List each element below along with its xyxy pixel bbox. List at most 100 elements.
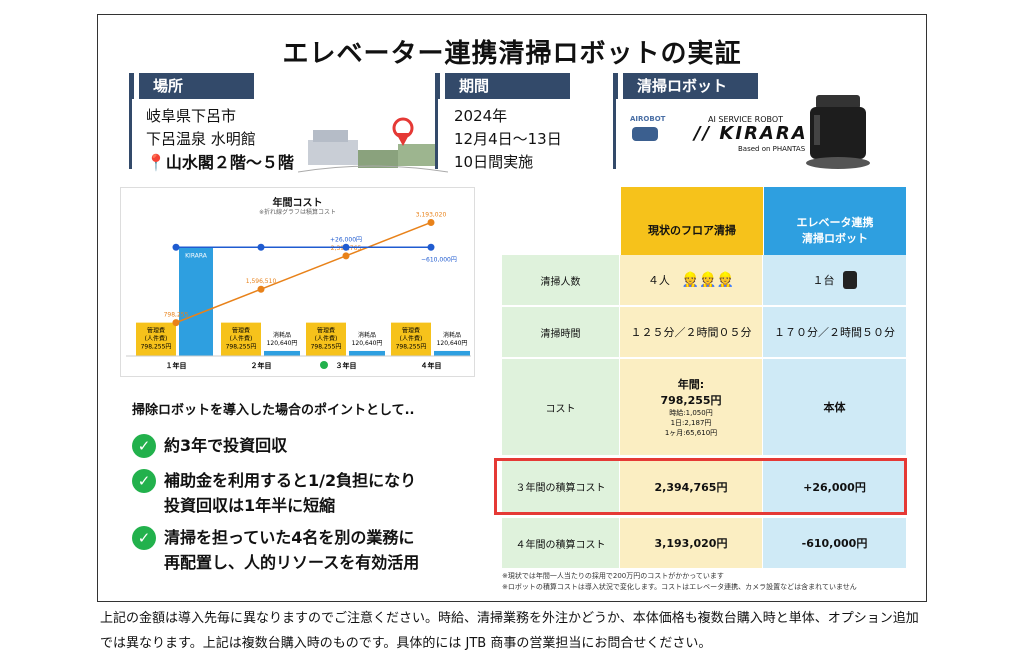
- note-1: ※現状では年間一人当たりの採用で200万円のコストがかかっています: [502, 572, 724, 580]
- series-line: [175, 221, 432, 324]
- location-hotel: 下呂温泉 水明館: [146, 130, 256, 148]
- series-point: [257, 243, 265, 251]
- kirara-logo: // KIRARA: [694, 123, 808, 144]
- data-label: 3,193,020: [416, 211, 447, 218]
- series-point: [342, 243, 350, 251]
- row-label: ４年間の積算コスト: [502, 518, 620, 568]
- location-pin-icon: [392, 117, 414, 146]
- robot-image: [806, 95, 870, 169]
- location-text: 岐阜県下呂市 下呂温泉 水明館 📍山水閣２階～５階: [146, 105, 294, 174]
- period-dates: 12月4日～13日: [454, 130, 562, 148]
- page-title: エレベーター連携清掃ロボットの実証: [282, 39, 742, 69]
- data-label: −610,000円: [421, 256, 457, 263]
- mgmt-bar: [391, 322, 431, 356]
- row-label: コスト: [502, 359, 620, 455]
- cell-robot: １台: [763, 255, 906, 305]
- check-icon: ✓: [132, 469, 156, 493]
- consumables-bar-label: 消耗品: [358, 331, 376, 339]
- consumables-bar-label: 120,640円: [267, 340, 298, 347]
- point-item-2: ✓補助金を利用すると1/2負担になり投資回収は1年半に短縮: [132, 468, 416, 518]
- data-label: 798,255: [164, 312, 189, 319]
- mgmt-bar-label: 管理費: [147, 327, 165, 335]
- series-point: [172, 319, 180, 327]
- cell-current: ４人👷👷👷: [620, 255, 763, 305]
- table-row: 清掃人数 ４人👷👷👷 １台: [502, 255, 906, 305]
- series-point: [257, 285, 265, 293]
- cell-robot: １７０分／２時間５０分: [763, 307, 906, 357]
- robot-label: 清掃ロボット: [618, 73, 758, 99]
- consumables-bar: [434, 350, 470, 356]
- table-row: コスト 年間: 798,255円 時給:1,050円 1日:2,187円 1ヶ月…: [502, 359, 906, 455]
- x-tick-label: ４年目: [421, 361, 442, 370]
- footer-note: 上記の金額は導入先毎に異なりますのでご注意ください。時給、清掃業務を外注かどうか…: [100, 611, 919, 651]
- highlight-box: [494, 458, 907, 515]
- data-label: +26,000円: [330, 236, 362, 243]
- series-point: [172, 243, 180, 251]
- mgmt-bar-label: 798,255円: [396, 344, 427, 351]
- mgmt-bar-label: 798,255円: [141, 344, 172, 351]
- location-pref: 岐阜県下呂市: [146, 107, 237, 125]
- consumables-bar: [349, 350, 385, 356]
- row-label: ３年間の積算コスト: [502, 460, 620, 513]
- mgmt-bar-label: 管理費: [402, 327, 420, 335]
- mgmt-bar-label: (人件費): [230, 335, 253, 343]
- cleaning-staff-icon: 👷👷👷: [681, 272, 735, 288]
- consumables-bar-label: 120,640円: [352, 340, 383, 347]
- check-icon: ✓: [132, 526, 156, 550]
- mgmt-bar: [306, 322, 346, 356]
- cell-current: １２５分／２時間０５分: [620, 307, 763, 357]
- robot-face-icon: [632, 127, 658, 141]
- mgmt-bar-label: 管理費: [317, 327, 335, 335]
- consumables-bar: [264, 350, 300, 356]
- cell-robot: +26,000円: [763, 460, 906, 513]
- period-text: 2024年 12月4日～13日 10日間実施: [454, 105, 562, 174]
- cell-current: 2,394,765円: [620, 460, 763, 513]
- cell-current: 3,193,020円: [620, 518, 763, 568]
- hotel-illustration: [298, 117, 448, 173]
- location-floors: 📍山水閣２階～５階: [146, 153, 294, 172]
- x-tick-label: ２年目: [251, 361, 272, 370]
- points-title: 掃除ロボットを導入した場合のポイントとして..: [132, 403, 415, 418]
- robot-icon: [842, 271, 857, 289]
- mgmt-bar-label: (人件費): [400, 335, 423, 343]
- chart-title: 年間コスト: [272, 198, 323, 209]
- period-days: 10日間実施: [454, 153, 534, 171]
- consumables-bar-label: 消耗品: [273, 331, 291, 339]
- location-label: 場所: [134, 73, 254, 99]
- map-pin-icon: 📍: [146, 153, 166, 172]
- mgmt-bar-label: 798,255円: [226, 344, 257, 351]
- data-label: 1,596,510: [246, 278, 277, 285]
- table-row: ４年間の積算コスト 3,193,020円 -610,000円: [502, 518, 906, 568]
- infographic-frame: エレベーター連携清掃ロボットの実証 場所 岐阜県下呂市 下呂温泉 水明館 📍山水…: [97, 14, 927, 602]
- brand-sub: Based on PHANTAS: [738, 145, 806, 153]
- mgmt-bar: [221, 322, 261, 356]
- row-label: 清掃時間: [502, 307, 620, 357]
- period-line: [435, 73, 438, 169]
- table-row: 清掃時間 １２５分／２時間０５分 １７０分／２時間５０分: [502, 307, 906, 357]
- row-label: 清掃人数: [502, 255, 620, 305]
- series-point: [427, 218, 435, 226]
- cell-current: 年間: 798,255円 時給:1,050円 1日:2,187円 1ヶ月:65,…: [620, 359, 763, 455]
- point-item-1: ✓約3年で投資回収: [132, 433, 287, 458]
- period-label: 期間: [440, 73, 570, 99]
- kirara-bar-label: KIRARA: [185, 252, 208, 259]
- x-tick-label: ３年目: [336, 361, 357, 370]
- brand-small: AI SERVICE ROBOT: [708, 115, 784, 124]
- consumables-bar-label: 120,640円: [437, 340, 468, 347]
- mgmt-bar-label: (人件費): [315, 335, 338, 343]
- check-icon: ✓: [132, 434, 156, 458]
- mgmt-bar-label: (人件費): [145, 335, 168, 343]
- table-row: ３年間の積算コスト 2,394,765円 +26,000円: [502, 460, 906, 513]
- chart-plot: KIRARA管理費(人件費)798,255円１年目管理費(人件費)798,255…: [126, 211, 471, 370]
- mgmt-bar: [136, 322, 176, 356]
- cell-robot: 本体: [763, 359, 906, 455]
- kirara-bar: [179, 247, 213, 356]
- check-icon: [320, 361, 328, 369]
- table-notes: ※現状では年間一人当たりの採用で200万円のコストがかかっています ※ロボットの…: [502, 571, 857, 593]
- airobot-logo: AIROBOT: [630, 115, 666, 123]
- x-tick-label: １年目: [166, 361, 187, 370]
- mgmt-bar-label: 管理費: [232, 327, 250, 335]
- period-year: 2024年: [454, 107, 508, 125]
- cell-robot: -610,000円: [763, 518, 906, 568]
